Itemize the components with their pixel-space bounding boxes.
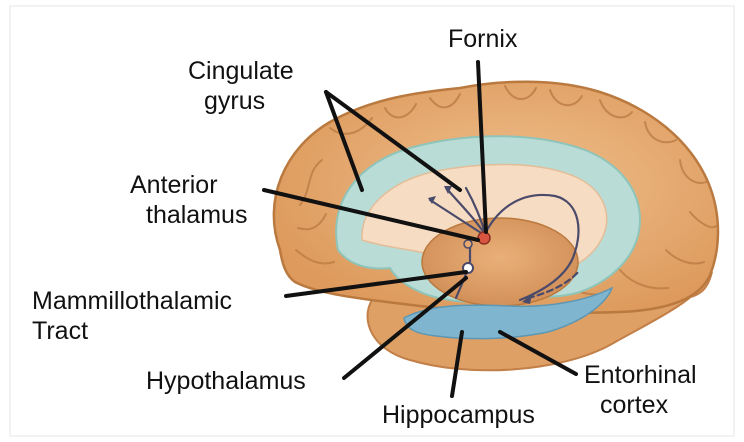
label-cingulate-line1: Cingulate xyxy=(188,56,294,86)
label-entorhinal-cortex: Entorhinal cortex xyxy=(584,360,697,420)
label-anterior-line2: thalamus xyxy=(130,200,247,230)
label-cingulate-line2: gyrus xyxy=(188,86,294,116)
label-anterior-thalamus: Anterior thalamus xyxy=(130,170,247,230)
label-cingulate-gyrus: Cingulate gyrus xyxy=(188,56,294,116)
label-mammillothalamic-line2: Tract xyxy=(32,316,232,346)
label-mammillothalamic-tract: Mammillothalamic Tract xyxy=(32,286,232,346)
label-mammillothalamic-line1: Mammillothalamic xyxy=(32,286,232,316)
label-entorhinal-line1: Entorhinal xyxy=(584,360,697,390)
label-fornix: Fornix xyxy=(448,24,517,54)
fornix-node xyxy=(464,240,472,248)
anterior-thalamus-node xyxy=(478,232,490,244)
label-anterior-line1: Anterior xyxy=(130,170,247,200)
label-hypothalamus: Hypothalamus xyxy=(146,366,306,396)
label-entorhinal-line2: cortex xyxy=(584,390,697,420)
label-hippocampus: Hippocampus xyxy=(382,400,535,430)
